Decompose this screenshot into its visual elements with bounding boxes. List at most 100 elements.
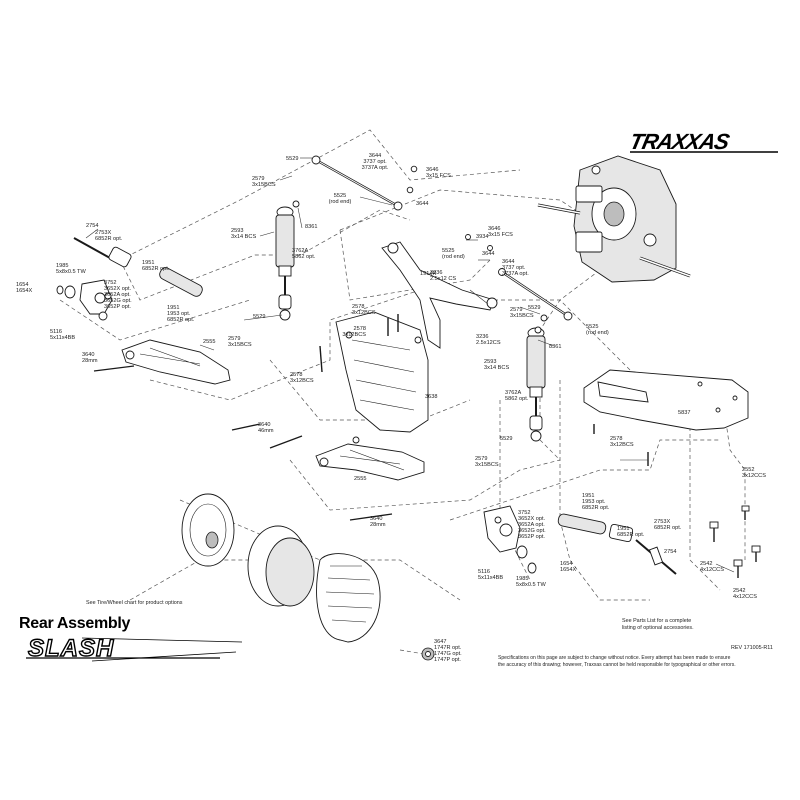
part-callout-line: 3x12BCS bbox=[352, 310, 376, 316]
part-callout-line: 2578 bbox=[354, 326, 366, 332]
right-hub bbox=[483, 505, 537, 574]
part-callout-line: 6852R opt. bbox=[582, 505, 610, 511]
part-callout-line: 5525 bbox=[586, 324, 598, 330]
part-callout-line: 3737A opt. bbox=[502, 271, 529, 277]
slash-logo-text: SLASH bbox=[28, 635, 114, 662]
part-callout-line: 6852R opt. bbox=[654, 525, 682, 531]
part-callout-line: 6852R opt. bbox=[95, 236, 123, 242]
part-callout-line: 2754 bbox=[664, 549, 676, 555]
disclaimer: Specifications on this page are subject … bbox=[498, 655, 783, 668]
part-callout-line: 5529 bbox=[286, 156, 298, 162]
part-callout-c5837: 5837 bbox=[678, 410, 690, 416]
part-callout-line: 1747P opt. bbox=[434, 657, 461, 663]
part-callout-line: 3652A opt. bbox=[104, 292, 131, 298]
lower-camber-link bbox=[498, 268, 573, 334]
part-callout-line: 5525 bbox=[442, 248, 454, 254]
transmission bbox=[537, 155, 691, 283]
part-callout-line: 3x15BCS bbox=[475, 462, 499, 468]
camber-link-mount bbox=[381, 234, 498, 349]
part-callout-line: 3x15BCS bbox=[252, 182, 276, 188]
part-callout-line: 3236 bbox=[476, 334, 488, 340]
part-callout-c3638: 3638 bbox=[425, 394, 437, 400]
part-callout-line: 2579 bbox=[228, 336, 240, 342]
part-callout-c5525c: 5525(rod end) bbox=[586, 324, 609, 336]
part-callout-line: 3644 bbox=[482, 251, 494, 257]
part-callout-line: 5529 bbox=[253, 314, 265, 320]
upper-camber-link bbox=[311, 155, 418, 211]
part-callout-line: 2579 bbox=[475, 456, 487, 462]
part-callout-line: 46mm bbox=[258, 428, 274, 434]
left-suspension-arm bbox=[93, 339, 303, 449]
chassis-screws bbox=[593, 424, 761, 578]
part-callout-line: 3644 bbox=[502, 259, 514, 265]
part-callout-c1914: 1914R bbox=[420, 271, 436, 277]
part-callout-line: 4x12CCS bbox=[733, 594, 757, 600]
part-callout-line: 2593 bbox=[231, 228, 243, 234]
part-callout-c8361a: 8361 bbox=[305, 224, 317, 230]
part-callout-line: 3x14 BCS bbox=[231, 234, 256, 240]
revision-label: REV 171005-R11 bbox=[731, 645, 773, 651]
part-callout-line: 2593 bbox=[484, 359, 496, 365]
part-callout-line: 6852R opt. bbox=[167, 317, 195, 323]
leader-lines bbox=[85, 157, 735, 573]
right-driveshaft bbox=[557, 513, 677, 575]
part-callout-line: (rod end) bbox=[442, 254, 465, 260]
part-callout-line: 1953 opt. bbox=[582, 499, 606, 505]
part-callout-line: 8361 bbox=[549, 344, 561, 350]
chassis-plate bbox=[583, 369, 749, 431]
part-callout-line: 2753X bbox=[95, 230, 111, 236]
part-callout-line: 4x12CCS bbox=[700, 567, 724, 573]
part-callout-line: 2542 bbox=[700, 561, 712, 567]
disclaimer-line-2: the accuracy of this drawing; however, T… bbox=[498, 661, 736, 668]
part-callout-line: 5862 opt. bbox=[292, 254, 316, 260]
part-callout-line: 3737A opt. bbox=[362, 165, 389, 171]
part-callout-line: 2555 bbox=[203, 339, 215, 345]
part-callout-line: 3640 bbox=[370, 516, 382, 522]
part-callout-line: 1747R opt. bbox=[434, 645, 462, 651]
part-callout-c2754b: 2754 bbox=[664, 549, 676, 555]
slash-logo: SLASH bbox=[26, 634, 243, 663]
part-callout-line: 1654X bbox=[560, 567, 576, 573]
part-callout-c5525a: 5525(rod end) bbox=[329, 193, 352, 205]
part-callout-line: 3737 opt. bbox=[363, 159, 387, 165]
part-callout-line: 5525 bbox=[334, 193, 346, 199]
part-callout-line: 2578 bbox=[352, 304, 364, 310]
part-callout-line: 1654 bbox=[560, 561, 572, 567]
part-callout-line: 3934 bbox=[476, 234, 488, 240]
part-callout-line: 2542 bbox=[733, 588, 745, 594]
part-callout-line: 2579 bbox=[510, 307, 522, 313]
traxxas-logo: TRAXXAS bbox=[627, 129, 731, 154]
part-callout-line: 3752 bbox=[104, 280, 116, 286]
part-callout-c5525b: 5525(rod end) bbox=[442, 248, 465, 260]
part-callout-line: 3x12BCS bbox=[290, 378, 314, 384]
parts-list-note-line-1: See Parts List for a complete bbox=[622, 618, 692, 624]
left-shock bbox=[275, 200, 300, 321]
part-callout-line: 1654X bbox=[16, 288, 32, 294]
part-callout-line: 3646 bbox=[488, 226, 500, 232]
part-callout-line: 1985 bbox=[516, 576, 528, 582]
part-callout-line: 3737 opt. bbox=[502, 265, 526, 271]
part-callout-c5529b: 5529 bbox=[253, 314, 265, 320]
part-callout-line: 2753X bbox=[654, 519, 670, 525]
part-callout-line: 2.5x12CS bbox=[476, 340, 501, 346]
part-callout-line: 3647 bbox=[434, 639, 446, 645]
wheel-and-tire bbox=[181, 493, 435, 661]
part-callout-line: 3236 bbox=[430, 270, 442, 276]
